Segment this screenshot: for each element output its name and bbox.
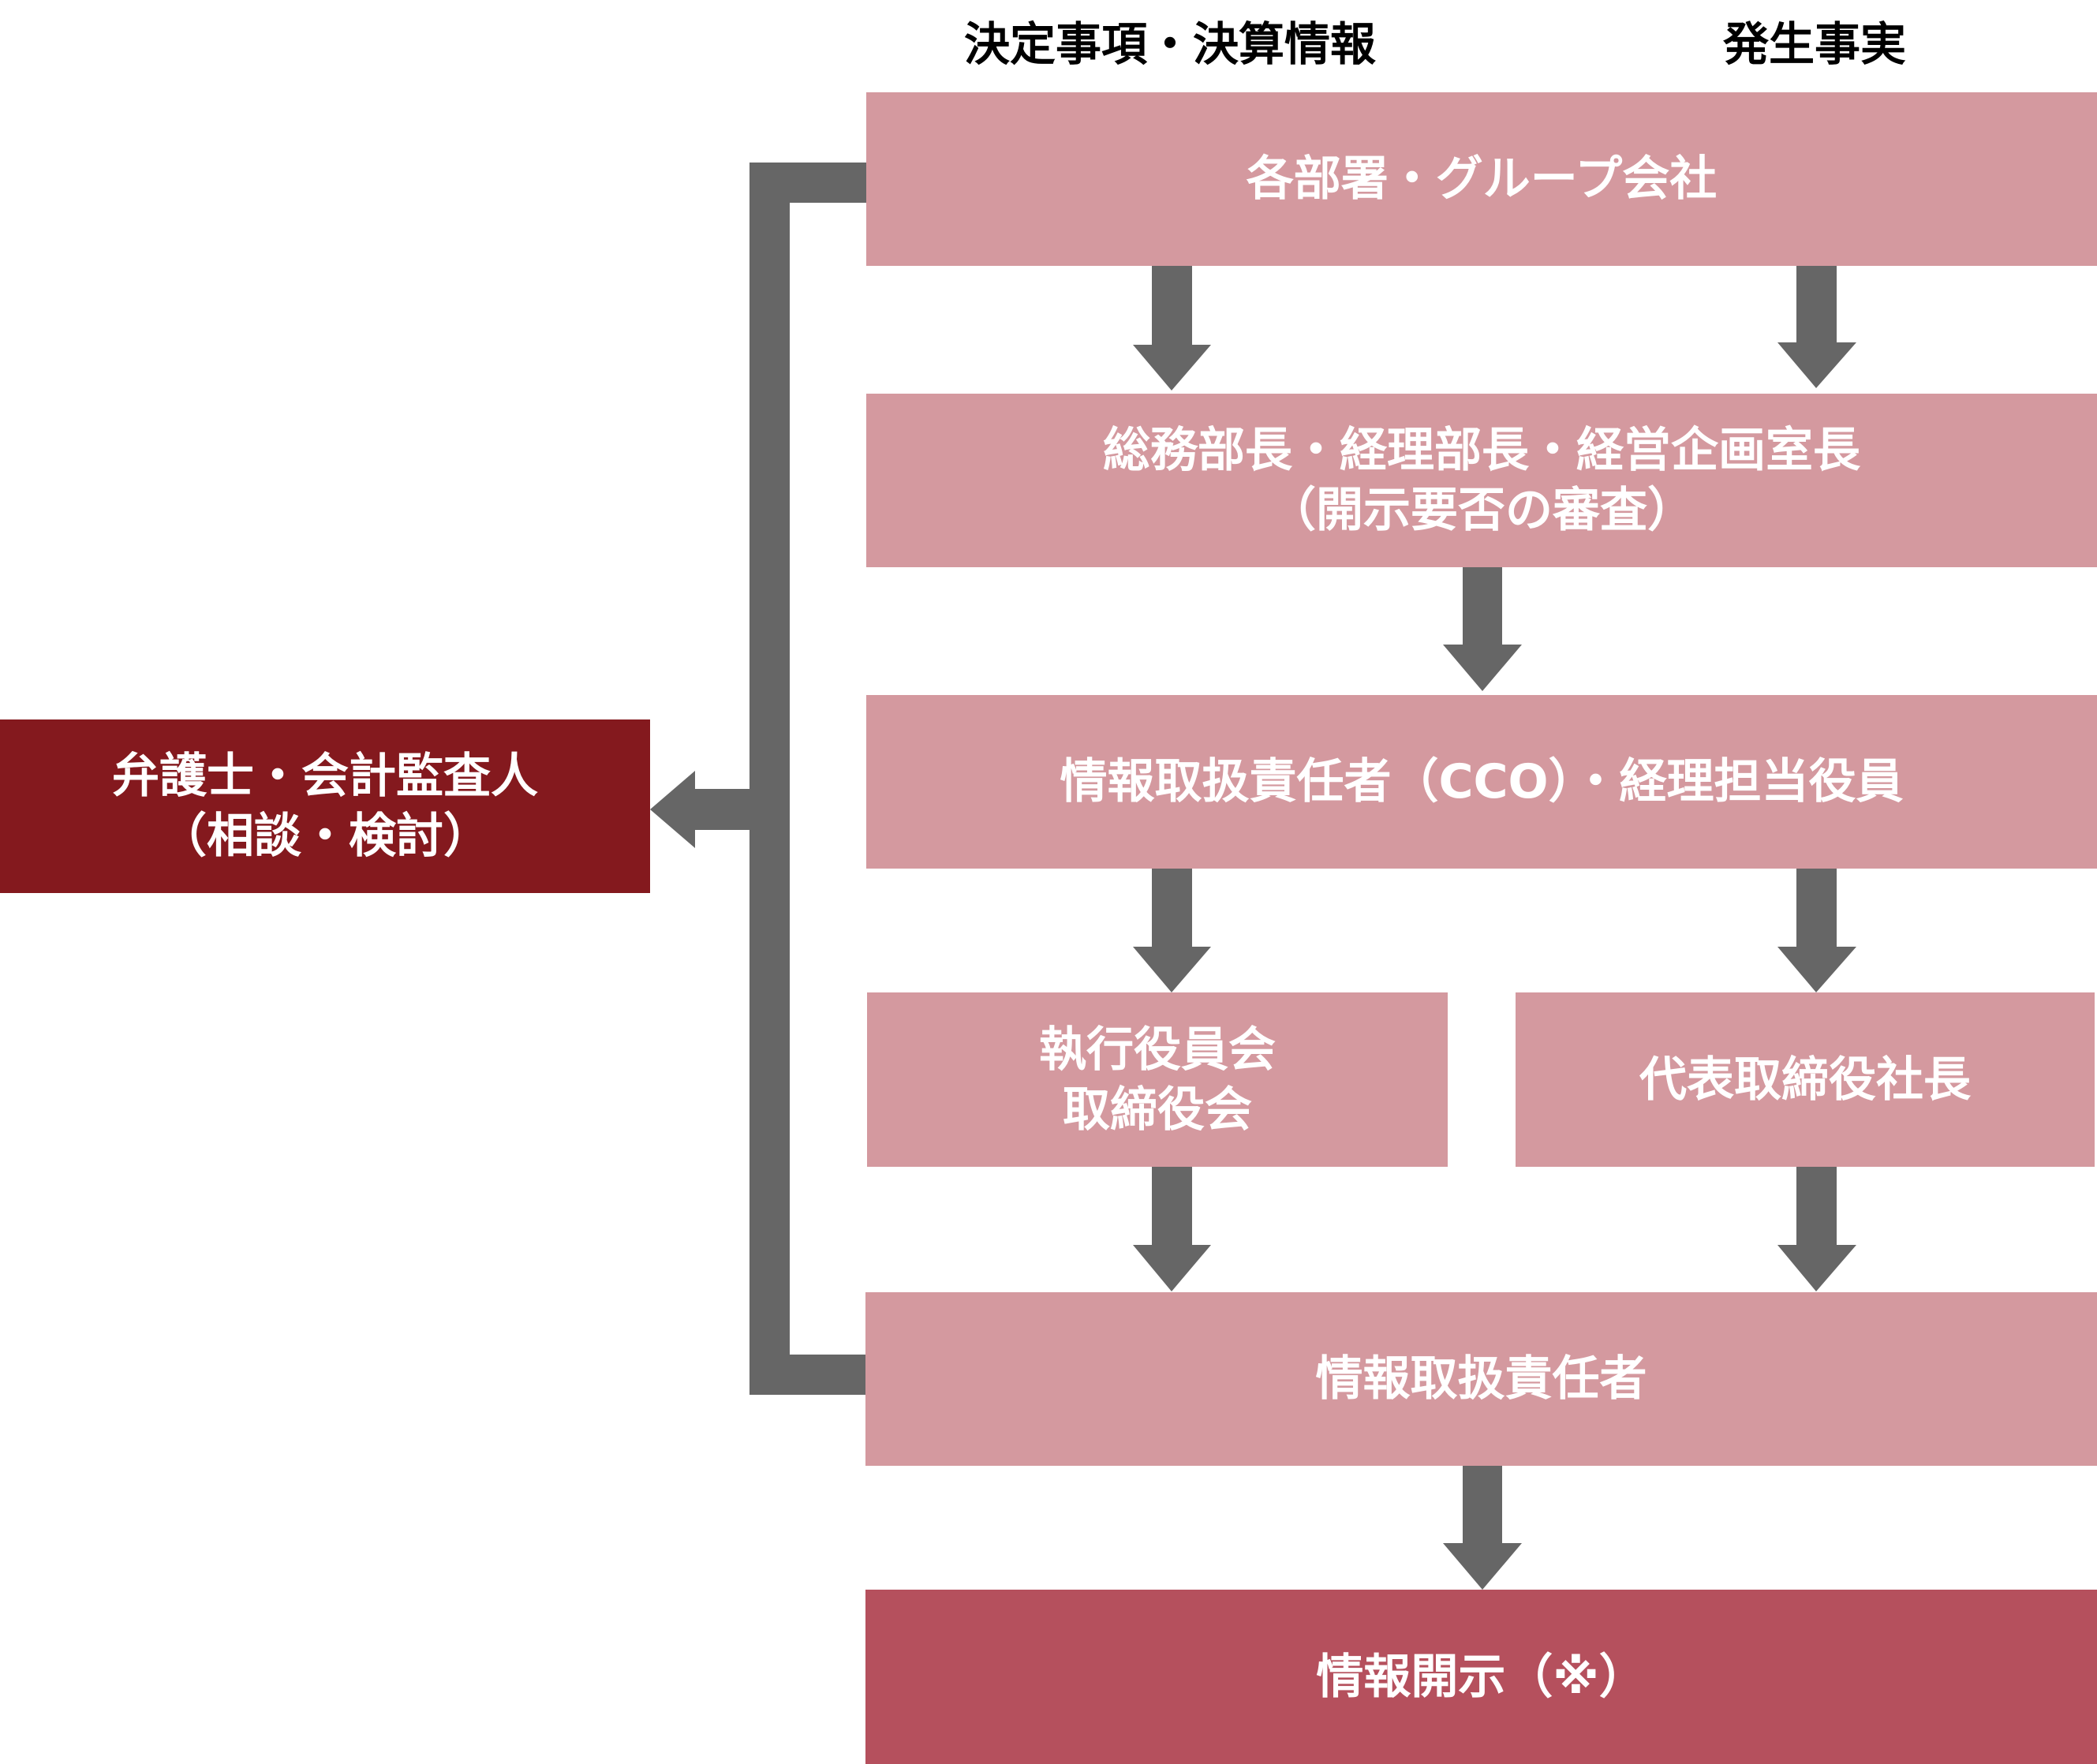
- arrow-departments-to-review-right: [1777, 266, 1856, 388]
- node-advisors-label: 弁護士・会計監査人: [112, 749, 538, 804]
- node-departments-label: 各部署・グループ会社: [1246, 151, 1718, 207]
- node-review-label: 総務部長・経理部長・経営企画室長: [1103, 423, 1860, 478]
- node-board-label-1: 執行役員会: [1039, 1022, 1276, 1078]
- header-occurrences: 発生事実: [1722, 17, 1906, 71]
- node-advisors-sublabel: （相談・検討）: [159, 809, 491, 864]
- node-board: 執行役員会 取締役会: [867, 992, 1448, 1167]
- arrow-president-to-officer: [1777, 1167, 1856, 1291]
- node-president-label: 代表取締役社長: [1639, 1052, 1971, 1108]
- arrow-board-to-officer: [1133, 1167, 1211, 1291]
- arrow-officer-to-disclosure: [1443, 1466, 1522, 1590]
- arrow-cco-to-president: [1777, 869, 1856, 992]
- arrow-cco-to-board: [1133, 869, 1211, 992]
- node-review-sublabel: （開示要否の審査）: [1269, 483, 1695, 538]
- header-decisions: 決定事項・決算情報: [963, 17, 1376, 71]
- node-disclosure-label: 情報開示（※）: [1316, 1649, 1647, 1705]
- bracket-bottom-connector: [749, 1355, 866, 1395]
- arrow-bracket-to-advisors: [650, 771, 749, 848]
- node-review: 総務部長・経理部長・経営企画室長 （開示要否の審査）: [866, 394, 2097, 567]
- node-board-label-2: 取締役会: [1063, 1082, 1252, 1138]
- node-officer: 情報取扱責任者: [865, 1292, 2097, 1466]
- arrow-departments-to-review-left: [1133, 266, 1211, 391]
- node-president: 代表取締役社長: [1516, 992, 2095, 1167]
- arrow-review-to-cco: [1443, 567, 1522, 691]
- node-cco: 情報取扱責任者（CCO）・経理担当役員: [866, 695, 2097, 869]
- node-officer-label: 情報取扱責任者: [1315, 1351, 1647, 1407]
- node-advisors: 弁護士・会計監査人 （相談・検討）: [0, 719, 650, 893]
- bracket-vertical-connector: [749, 163, 790, 1395]
- node-disclosure: 情報開示（※）: [865, 1590, 2097, 1764]
- node-departments: 各部署・グループ会社: [866, 92, 2097, 266]
- node-cco-label: 情報取扱責任者（CCO）・経理担当役員: [1060, 754, 1904, 809]
